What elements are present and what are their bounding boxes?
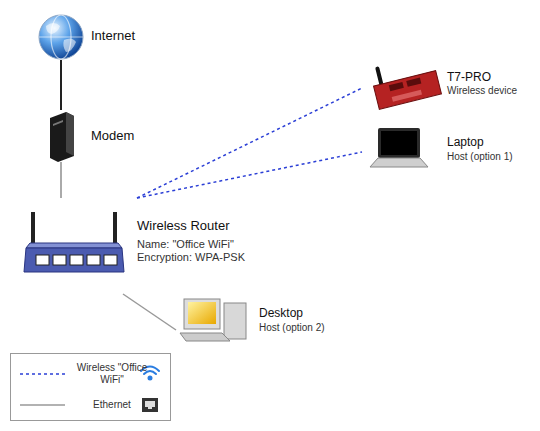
router-port [87,255,100,265]
jack-slot [145,401,155,407]
node-title: Desktop [259,307,303,321]
wireless-link [137,152,362,198]
node-detail: Host (option 1) [447,151,513,163]
device-terminal [389,82,404,91]
legend-ethernet-sample [20,404,65,406]
globe-equator [39,36,83,37]
router-node: Wireless RouterName: "Office WiFi"Encryp… [22,198,262,294]
desktop-monitor [184,299,220,329]
device-node: T7-PROWireless device [362,62,537,108]
node-title: Internet [91,29,135,44]
laptop-screen [381,131,417,155]
modem-node: Modem [44,110,154,162]
ethernet-link [60,162,62,198]
desktop-icon [180,299,246,341]
laptop-base [370,158,428,167]
router-port [36,255,49,265]
desktop-screen [188,302,216,324]
node-title: Wireless Router [137,219,229,234]
wifi-dot [149,377,152,380]
modem-icon [50,112,74,162]
internet-node: Internet [38,14,178,60]
legend-box [11,354,171,421]
modem-light [53,120,63,126]
desktop-keyboard [180,333,230,341]
router-body [24,248,124,272]
laptop-icon [370,128,428,167]
device-terminal [406,78,421,87]
node-detail: Wireless device [447,85,517,97]
ethernet-link [60,60,62,110]
node-detail: Encryption: WPA-PSK [137,251,245,264]
legend-wireless-sample [20,373,65,375]
router-port [53,255,66,265]
node-title: Laptop [447,136,484,150]
t7-device-icon [370,55,442,109]
node-detail: Name: "Office WiFi" [137,238,234,251]
laptop-node: LaptopHost (option 1) [362,128,512,172]
router-icon [24,212,124,272]
node-title: T7-PRO [447,71,491,85]
ethernet-symbol [142,398,158,412]
globe-body [39,15,83,59]
laptop-lid [378,128,420,158]
globe-icon [39,15,83,59]
desktop-tower [224,303,246,339]
router-port [70,255,83,265]
device-board [374,71,442,110]
ethernet-link [123,294,176,330]
legend-text: Ethernet [76,399,148,411]
legend-frame [11,354,171,421]
wireless-link [137,88,362,198]
router-top [26,243,122,248]
device-antenna [377,69,381,86]
router-port [104,255,117,265]
modem-side [66,112,74,156]
globe-land [46,23,76,52]
jack-notch [148,407,152,409]
node-detail: Host (option 2) [259,322,325,334]
device-stripe [392,90,422,102]
legend-text: Wireless "Office WiFi" [76,362,148,386]
desktop-node: DesktopHost (option 2) [176,295,336,345]
node-title: Modem [91,129,134,144]
modem-body [50,112,74,162]
jack-body [142,398,158,412]
